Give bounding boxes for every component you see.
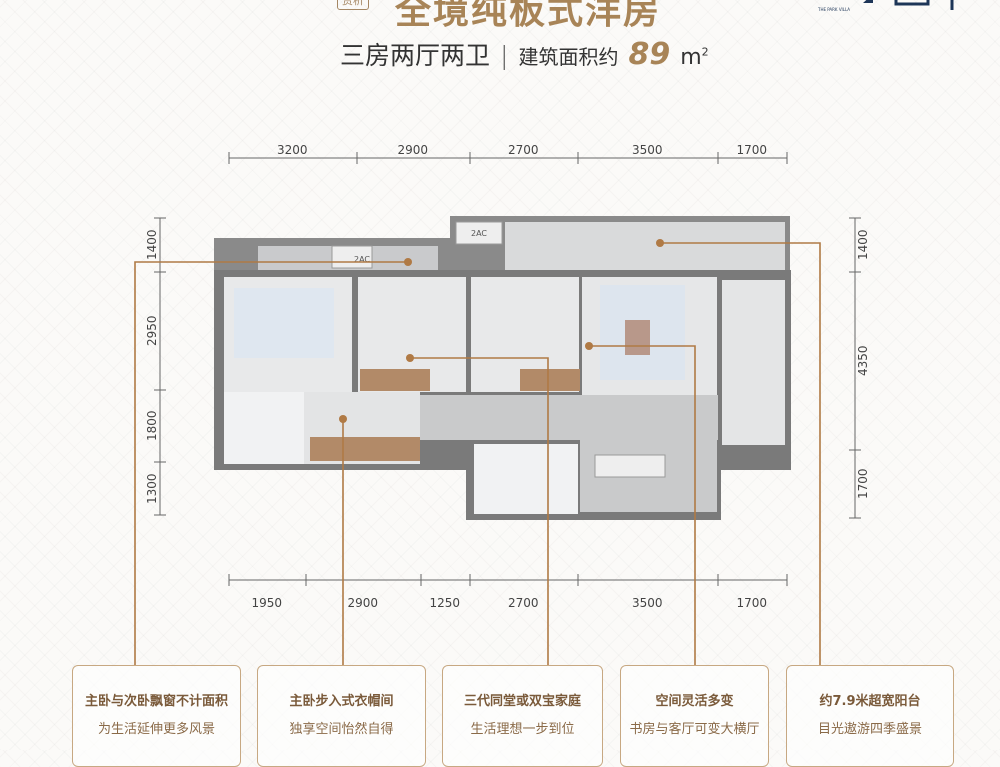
dining-table — [594, 454, 666, 478]
ac-unit — [455, 221, 503, 245]
feature-card: 约7.9米超宽阳台 目光遨游四季盛景 — [786, 665, 954, 767]
second-bathroom — [474, 444, 578, 514]
feature-title: 约7.9米超宽阳台 — [819, 694, 921, 709]
dimension-label: 3500 — [632, 143, 663, 157]
dimension-label: 4350 — [856, 345, 870, 376]
dimension-label: 1700 — [736, 596, 768, 610]
feature-subtitle: 目光遨游四季盛景 — [817, 722, 922, 737]
feature-title: 空间灵活多变 — [655, 694, 734, 709]
svg-text:THE PARK VILLA: THE PARK VILLA — [818, 7, 850, 12]
feature-title: 主卧与次卧飘窗不计面积 — [84, 694, 228, 709]
wardrobe — [520, 369, 580, 391]
dimension-label: 1400 — [145, 229, 159, 260]
area-value: 89 — [628, 37, 671, 72]
feature-card: 空间灵活多变 书房与客厅可变大横厅 — [620, 665, 769, 767]
area-label: 建筑面积约 — [518, 45, 619, 69]
subtitle: 三房两厅两卫 | 建筑面积约 89 m2 — [340, 36, 709, 72]
dimension-label: 2950 — [145, 315, 159, 346]
dimension-label: 3500 — [632, 596, 663, 610]
dimension-label: 1400 — [856, 229, 870, 260]
dimension-label: 2900 — [347, 596, 379, 610]
floor-plan: 2AC 2AC — [134, 152, 861, 665]
feature-subtitle: 书房与客厅可变大横厅 — [629, 722, 760, 737]
logo-mark: THE PARK VILLA — [818, 0, 954, 12]
dimension-label: 1250 — [429, 596, 461, 610]
feature-card: 主卧步入式衣帽间 独享空间怡然自得 — [257, 665, 426, 767]
master-bathroom — [224, 392, 304, 464]
hallway — [420, 395, 718, 440]
ac-label: 2AC — [354, 255, 370, 264]
dimension-label: 3200 — [277, 143, 308, 157]
feature-subtitle: 独享空间怡然自得 — [289, 722, 394, 737]
dimension-label: 1700 — [856, 468, 870, 499]
wardrobe — [360, 369, 430, 391]
page-title: 全境纯板式洋房 — [395, 0, 662, 32]
area-unit: m2 — [680, 45, 709, 70]
separator: | — [500, 41, 509, 70]
ac-label: 2AC — [471, 229, 487, 238]
feature-card: 主卧与次卧飘窗不计面积 为生活延伸更多风景 — [72, 665, 241, 767]
dimension-label: 2900 — [397, 143, 429, 157]
logo: THE PARK VILLA — [818, 0, 978, 14]
badge: 赏析 — [337, 0, 369, 10]
feature-subtitle: 为生活延伸更多风景 — [97, 722, 215, 737]
layout-text: 三房两厅两卫 — [340, 41, 491, 70]
feature-card: 三代同堂或双宝家庭 生活理想一步到位 — [442, 665, 603, 767]
feature-subtitle: 生活理想一步到位 — [470, 722, 575, 737]
kitchen — [722, 280, 785, 445]
callout-dots — [339, 239, 664, 423]
dimension-label: 1950 — [251, 596, 283, 610]
dimension-label: 1800 — [145, 410, 159, 441]
dimension-label: 2700 — [508, 143, 539, 157]
dimension-label: 1700 — [736, 143, 768, 157]
wardrobe — [310, 437, 420, 461]
feature-title: 三代同堂或双宝家庭 — [463, 694, 581, 709]
dimension-lines — [154, 152, 861, 586]
callout-lines — [134, 242, 821, 665]
dimension-label: 2700 — [508, 596, 539, 610]
balcony-floor — [505, 222, 785, 270]
dimension-label: 1300 — [145, 472, 159, 504]
feature-title: 主卧步入式衣帽间 — [289, 694, 394, 709]
